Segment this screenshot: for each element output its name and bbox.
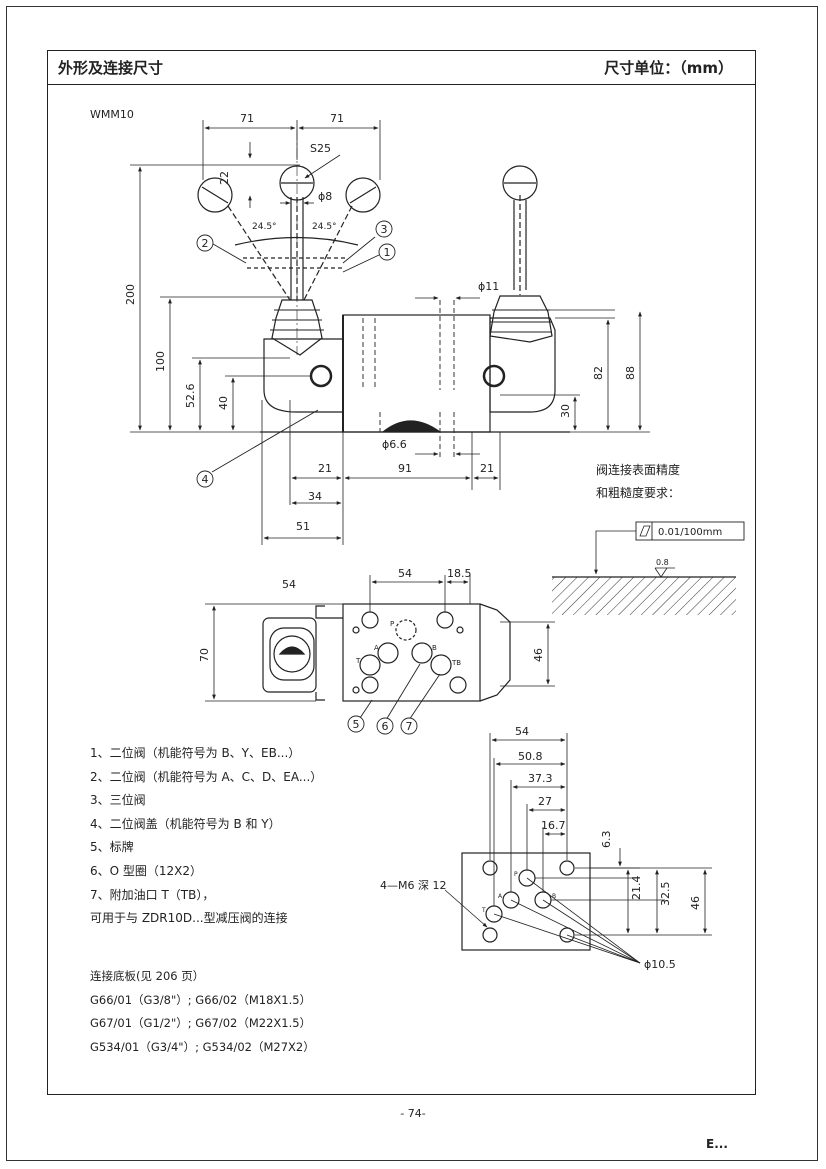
- page-number: - 74-: [400, 1107, 426, 1120]
- note-item: 4、二位阀盖（机能符号为 B 和 Y）: [90, 816, 281, 831]
- dim-phi11: ϕ11: [478, 280, 499, 293]
- plan-dim-labels: 54 54 18.5 70 46: [198, 567, 545, 662]
- port-p: P: [390, 620, 394, 628]
- front-dim-labels: 71 71 S25 22 ϕ8 24.5° 24.5° 200 100 52.6…: [124, 112, 637, 533]
- dim-71-right: 71: [330, 112, 344, 125]
- mount-dim-54: 54: [515, 725, 529, 738]
- callout-1: 1: [384, 246, 391, 259]
- callout-6: 6: [382, 720, 389, 733]
- plan-dim-18-5: 18.5: [447, 567, 472, 580]
- dim-91: 91: [398, 462, 412, 475]
- dim-30: 30: [559, 404, 572, 418]
- dim-52-6: 52.6: [184, 384, 197, 409]
- tolerance-value: 0.01/100mm: [658, 527, 722, 538]
- callout-3: 3: [381, 223, 388, 236]
- callout-7: 7: [406, 720, 413, 733]
- callout-5: 5: [353, 718, 360, 731]
- mount-dim-50-8: 50.8: [518, 750, 543, 763]
- plan-callouts: [347, 663, 441, 735]
- dim-s25: S25: [310, 142, 331, 155]
- mount-dim-37-3: 37.3: [528, 772, 553, 785]
- base-plate-info: 连接底板(见 206 页） G66/01（G3/8"）; G66/02（M18X…: [90, 965, 315, 1059]
- callout-2: 2: [202, 237, 209, 250]
- front-dimensions: [130, 120, 650, 545]
- plan-callout-labels: 5 6 7: [353, 718, 413, 733]
- dim-22: 22: [218, 171, 231, 185]
- plan-dim-54-left: 54: [282, 578, 296, 591]
- mount-port-p: P: [514, 871, 518, 878]
- dim-21-left: 21: [318, 462, 332, 475]
- note-item: 5、标牌: [90, 840, 134, 855]
- plan-port-labels: P A B T TB: [355, 620, 461, 667]
- mount-dimensions: [444, 733, 712, 964]
- corner-mark: E...: [706, 1137, 728, 1151]
- mount-dim-27: 27: [538, 795, 552, 808]
- mount-port-t: T: [481, 907, 486, 914]
- dim-88: 88: [624, 366, 637, 380]
- plan-dim-70: 70: [198, 648, 211, 662]
- note-item: 3、三位阀: [90, 793, 146, 808]
- roughness-value: 0.8: [656, 558, 669, 567]
- note-item: 7、附加油口 T（TB），: [90, 887, 215, 902]
- plan-dim-46: 46: [532, 648, 545, 662]
- main-frame: 外形及连接尺寸 尺寸单位：（mm）: [47, 50, 756, 1095]
- mount-dim-16-7: 16.7: [541, 819, 566, 832]
- port-b: B: [432, 644, 437, 652]
- mounting-surface: [461, 852, 591, 951]
- front-callouts: [196, 220, 396, 488]
- surface-line-2: 和粗糙度要求：: [596, 485, 680, 500]
- dim-angle-right: 24.5°: [312, 222, 337, 232]
- plan-view: [262, 603, 511, 702]
- mount-dim-21-4: 21.4: [630, 876, 643, 901]
- dim-phi8: ϕ8: [318, 190, 332, 203]
- note-item: 可用于与 ZDR10D...型减压阀的连接: [90, 911, 288, 926]
- surface-requirement: 阀连接表面精度 和粗糙度要求： 0.01/100mm 0.8: [552, 462, 745, 615]
- header-unit: 尺寸单位：（mm）: [604, 59, 733, 77]
- dim-34: 34: [308, 490, 322, 503]
- port-t: T: [355, 657, 361, 665]
- port-a: A: [374, 644, 379, 652]
- mount-dim-labels: 54 50.8 37.3 27 16.7 6.3 21.4 32.5 46 4—…: [380, 725, 702, 971]
- dim-phi6-6: ϕ6.6: [382, 438, 407, 451]
- callout-4: 4: [202, 473, 209, 486]
- base-plate-line: G67/01（G1/2"）; G67/02（M22X1.5）: [90, 1016, 312, 1030]
- note-item: 1、二位阀（机能符号为 B、Y、EB...）: [90, 746, 301, 760]
- front-view: [197, 130, 570, 460]
- dim-200: 200: [124, 284, 137, 305]
- mount-port-a: A: [498, 893, 503, 900]
- dim-82: 82: [592, 366, 605, 380]
- model-label: WMM10: [90, 108, 134, 121]
- port-tb: TB: [451, 659, 461, 667]
- dim-100: 100: [154, 351, 167, 372]
- component-notes: 1、二位阀（机能符号为 B、Y、EB...） 2、二位阀（机能符号为 A、C、D…: [90, 742, 322, 931]
- mount-dim-46: 46: [689, 896, 702, 910]
- header-title: 外形及连接尺寸: [58, 59, 164, 77]
- page-border: [6, 6, 818, 1161]
- dim-71-left: 71: [240, 112, 254, 125]
- mount-dim-32-5: 32.5: [659, 882, 672, 907]
- dim-40: 40: [217, 396, 230, 410]
- note-item: 6、O 型圈（12X2）: [90, 863, 203, 878]
- mount-m6-label: 4—M6 深 12: [380, 879, 446, 892]
- dim-angle-left: 24.5°: [252, 222, 277, 232]
- plan-dim-54: 54: [398, 567, 412, 580]
- surface-line-1: 阀连接表面精度: [596, 462, 680, 477]
- header-bar: 外形及连接尺寸 尺寸单位：（mm）: [48, 51, 755, 85]
- note-item: 2、二位阀（机能符号为 A、C、D、EA...）: [90, 769, 323, 784]
- base-plate-line: G534/01（G3/4"）; G534/02（M27X2）: [90, 1039, 315, 1054]
- mount-port-b: B: [552, 893, 556, 900]
- base-plate-title: 连接底板(见 206 页）: [90, 969, 205, 983]
- plan-dimensions: [205, 575, 555, 702]
- dim-51: 51: [296, 520, 310, 533]
- mount-port-labels: P A B T: [481, 871, 556, 914]
- front-callout-labels: 2 3 1 4: [202, 223, 391, 486]
- mount-phi10-5: ϕ10.5: [644, 958, 676, 971]
- mount-dim-6-3: 6.3: [600, 831, 613, 849]
- base-plate-line: G66/01（G3/8"）; G66/02（M18X1.5）: [90, 992, 312, 1007]
- dim-21-right: 21: [480, 462, 494, 475]
